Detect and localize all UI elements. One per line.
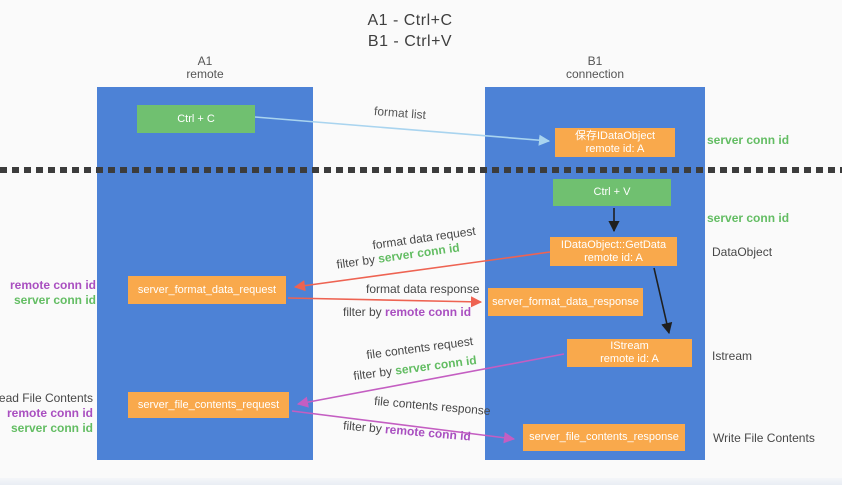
label-format-data-response: format data response — [366, 282, 480, 296]
left-conn-id-block-1: remote conn id server conn id — [10, 278, 96, 308]
window-bottom-edge — [0, 478, 842, 485]
remote-conn-id-text: remote conn id — [384, 422, 472, 444]
node-server-format-data-request: server_format_data_request — [128, 276, 286, 304]
server-conn-id-label: server conn id — [13, 293, 96, 307]
node-server-format-data-request-label: server_format_data_request — [137, 283, 277, 296]
node-save-idataobject: 保存IDataObject remote id: A — [555, 128, 675, 157]
label-file-contents-response: file contents response — [373, 393, 492, 419]
node-istream: IStream remote id: A — [567, 339, 692, 367]
arrow-format-data-response — [287, 296, 483, 308]
label-istream: Istream — [712, 349, 753, 363]
label-dataobject: DataObject — [712, 245, 773, 259]
phase-divider — [0, 167, 842, 173]
node-save-idataobject-line2: remote id: A — [585, 142, 645, 155]
node-save-idataobject-line1: 保存IDataObject — [574, 129, 656, 142]
remote-conn-id-label: remote conn id — [9, 278, 96, 292]
title-line-2: B1 - Ctrl+V — [367, 33, 453, 50]
node-server-format-data-response-label: server_format_data_response — [492, 295, 639, 308]
filter-by-text: filter by — [342, 418, 383, 436]
node-server-file-contents-response-label: server_file_contents_response — [529, 431, 679, 443]
node-ctrl-v-label: Ctrl + V — [593, 186, 631, 198]
filter-by-text: filter by — [335, 252, 376, 272]
filter-by-text: filter by — [352, 364, 393, 384]
label-server-conn-id-right-1: server conn id — [707, 133, 790, 147]
node-getdata-line1: IDataObject::GetData — [560, 238, 667, 251]
diagram-title: A1 - Ctrl+C B1 - Ctrl+V — [330, 10, 490, 52]
lifeline-b1-subtitle: connection — [565, 67, 625, 81]
title-line-1: A1 - Ctrl+C — [367, 12, 453, 29]
node-ctrl-c: Ctrl + C — [137, 105, 255, 133]
label-write-file-contents: Write File Contents — [713, 431, 815, 445]
left-conn-id-block-2: Read File Contents remote conn id server… — [0, 391, 93, 436]
lifeline-header-a1: A1 remote — [97, 55, 313, 81]
node-istream-line2: remote id: A — [600, 353, 659, 365]
label-filter-by-remote-conn-id-2: filter by remote conn id — [343, 418, 472, 443]
lifeline-b1-name: B1 — [587, 54, 603, 68]
node-ctrl-v: Ctrl + V — [553, 179, 671, 206]
lifeline-header-b1: B1 connection — [485, 55, 705, 81]
server-conn-id-label: server conn id — [10, 421, 93, 435]
node-server-file-contents-request-label: server_file_contents_request — [137, 398, 280, 411]
node-server-file-contents-request: server_file_contents_request — [128, 392, 289, 418]
node-server-format-data-response: server_format_data_response — [488, 288, 643, 316]
label-format-list: format list — [373, 103, 427, 123]
node-getdata-line2: remote id: A — [584, 251, 643, 264]
filter-by-text: filter by — [343, 305, 382, 319]
read-file-contents-label: Read File Contents — [0, 391, 93, 405]
remote-conn-id-label: remote conn id — [6, 406, 93, 420]
node-getdata: IDataObject::GetData remote id: A — [550, 237, 677, 266]
label-server-conn-id-right-2: server conn id — [707, 211, 790, 225]
label-filter-by-remote-conn-id-1: filter by remote conn id — [343, 305, 471, 319]
lifeline-a1-subtitle: remote — [186, 67, 224, 81]
remote-conn-id-text: remote conn id — [385, 305, 472, 319]
lifeline-a1-name: A1 — [197, 54, 213, 68]
node-server-file-contents-response: server_file_contents_response — [523, 424, 685, 451]
node-istream-line1: IStream — [610, 340, 649, 352]
node-ctrl-c-label: Ctrl + C — [177, 112, 215, 125]
